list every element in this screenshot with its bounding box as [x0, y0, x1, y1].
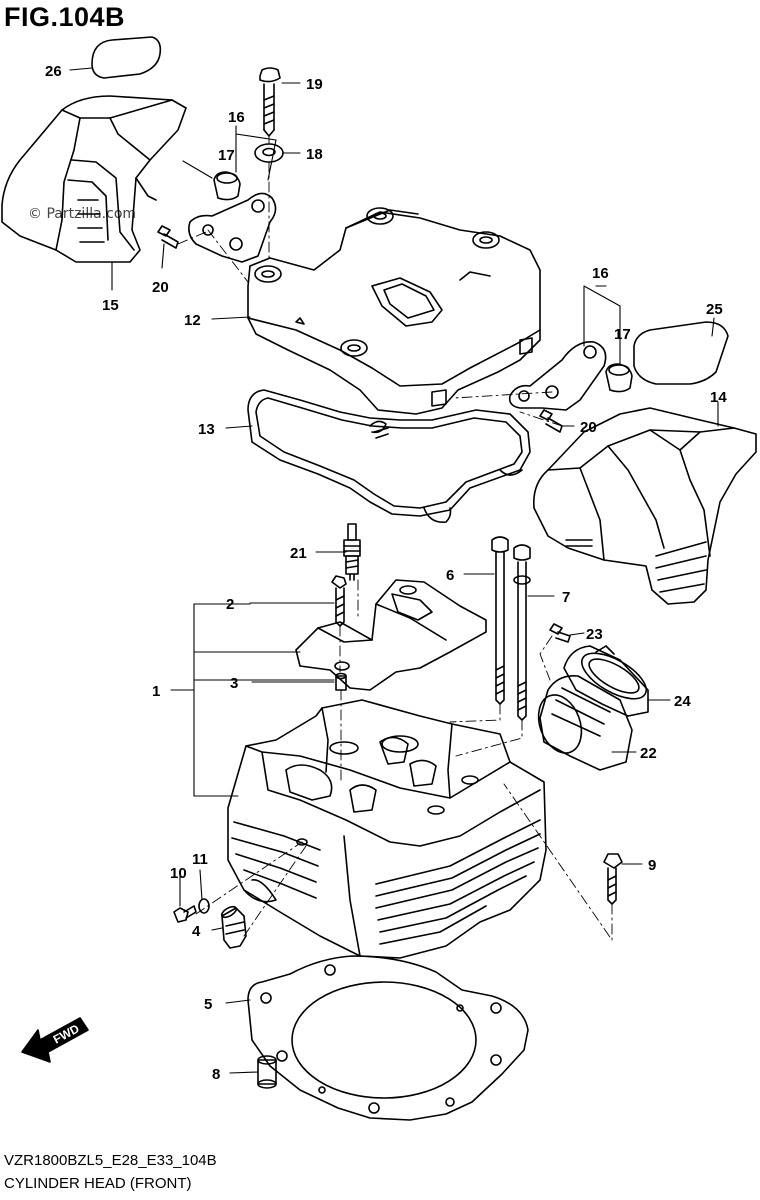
- part-21-spark-plug: [343, 523, 361, 581]
- part-5-head-gasket: [247, 955, 529, 1121]
- callout-1: 1: [152, 683, 160, 700]
- part-12-head-cover: [247, 207, 541, 415]
- callout-14: 14: [710, 389, 727, 406]
- callout-12: 12: [184, 312, 201, 329]
- part-26-pad: [91, 36, 162, 79]
- callout-8: 8: [212, 1066, 220, 1083]
- part-2-bolt: [331, 575, 347, 627]
- part-4-plug: [220, 905, 247, 949]
- callout-15: 15: [102, 297, 119, 314]
- callout-23: 23: [586, 626, 603, 643]
- callout-20-right: 20: [580, 419, 597, 436]
- part-19-bolt: [259, 67, 281, 137]
- part-17-grommet-left: [213, 171, 241, 201]
- callout-17-left: 17: [218, 147, 235, 164]
- callout-18: 18: [306, 146, 323, 163]
- diagram-caption: CYLINDER HEAD (FRONT): [4, 1175, 192, 1192]
- figure-title: FIG.104B: [4, 2, 126, 32]
- leader-lines: [69, 67, 719, 1074]
- callout-6: 6: [446, 567, 454, 584]
- callouts: 26 19 16 17 18 20 15 12 16 25 17 14 13 2…: [45, 63, 727, 1083]
- callout-9: 9: [648, 857, 656, 874]
- callout-17-right: 17: [614, 326, 631, 343]
- callout-21: 21: [290, 545, 307, 562]
- part-17-grommet-right: [605, 363, 633, 393]
- callout-10: 10: [170, 865, 187, 882]
- fwd-arrow: FWD: [21, 1017, 89, 1063]
- callout-19: 19: [306, 76, 323, 93]
- part-14-right-cover: [532, 407, 757, 605]
- callout-11: 11: [192, 851, 208, 868]
- part-7-stud-bolt: [513, 544, 531, 721]
- part-10-bolt: [173, 905, 197, 923]
- part-15-left-cover: [1, 95, 187, 263]
- part-16-bracket-right: [508, 341, 607, 411]
- callout-13: 13: [198, 421, 215, 438]
- part-20-bolt-right: [539, 409, 563, 433]
- callout-2: 2: [226, 596, 234, 613]
- part-3-dowel-pin: [335, 672, 347, 691]
- callout-4: 4: [192, 923, 201, 940]
- callout-24: 24: [674, 693, 691, 710]
- part-16-bracket-left: [188, 192, 277, 263]
- part-11-washer: [198, 898, 210, 914]
- part-20-bolt-left: [157, 225, 179, 249]
- callout-26: 26: [45, 63, 62, 80]
- part-24-intake-pipe: [563, 645, 649, 717]
- callout-22: 22: [640, 745, 657, 762]
- callout-20-left: 20: [152, 279, 169, 296]
- callout-25: 25: [706, 301, 723, 318]
- alignment-lines: [177, 135, 613, 941]
- part-9-bolt: [603, 853, 623, 905]
- callout-3: 3: [230, 675, 238, 692]
- callout-16-right: 16: [592, 265, 609, 282]
- diagram-code: VZR1800BZL5_E28_E33_104B: [4, 1152, 217, 1169]
- callout-16-left: 16: [228, 109, 245, 126]
- part-8-dowel: [257, 1055, 277, 1089]
- callout-7: 7: [562, 589, 570, 606]
- part-13-cover-gasket: [247, 389, 531, 524]
- part-6-stud-bolt: [491, 536, 509, 705]
- part-23-bolt: [549, 623, 571, 643]
- part-1-cylinder-head: [227, 699, 547, 959]
- part-22-intake-boot: [537, 674, 633, 771]
- part-25-pad: [633, 321, 729, 385]
- camshaft-holder: [295, 579, 487, 691]
- callout-5: 5: [204, 996, 212, 1013]
- part-18-washer: [254, 143, 284, 163]
